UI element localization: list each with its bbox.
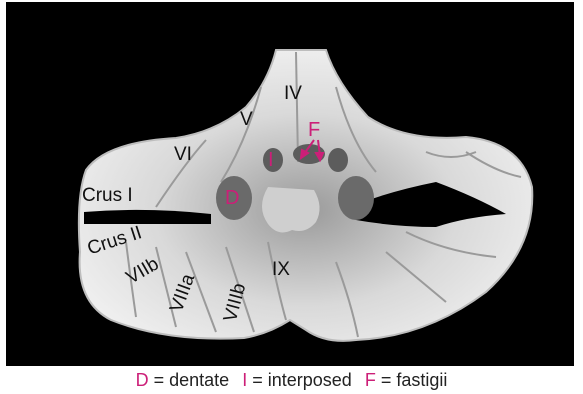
lobule-label-ix: IX	[272, 260, 290, 279]
legend-item-dentate: D = dentate	[136, 370, 230, 390]
legend-item-interposed: I = interposed	[242, 370, 352, 390]
lobule-label-iv: IV	[284, 84, 302, 103]
cerebellum-image: IV V VI Crus I Crus II VIIb VIIIa VIIIb …	[6, 2, 574, 366]
legend: D = dentate I = interposed F = fastigii	[0, 368, 583, 392]
legend-key-i: I	[242, 370, 247, 390]
cerebellum-drawing	[6, 2, 574, 366]
lobule-label-vi: VI	[174, 145, 192, 164]
fastigii-nucleus-shape	[293, 144, 325, 164]
nucleus-label-d: D	[225, 188, 239, 208]
legend-key-d: D	[136, 370, 149, 390]
legend-text-interposed: = interposed	[252, 370, 352, 390]
legend-key-f: F	[365, 370, 376, 390]
legend-text-dentate: = dentate	[154, 370, 230, 390]
nucleus-label-f: F	[308, 120, 320, 140]
right-interposed-shape	[328, 148, 348, 172]
legend-item-fastigii: F = fastigii	[365, 370, 448, 390]
nucleus-label-i: I	[268, 150, 274, 170]
right-dentate-shape	[338, 176, 374, 220]
legend-text-fastigii: = fastigii	[381, 370, 448, 390]
lobule-label-v: V	[240, 110, 253, 129]
central-notch	[262, 187, 320, 232]
lobule-label-crus-i: Crus I	[82, 186, 133, 205]
